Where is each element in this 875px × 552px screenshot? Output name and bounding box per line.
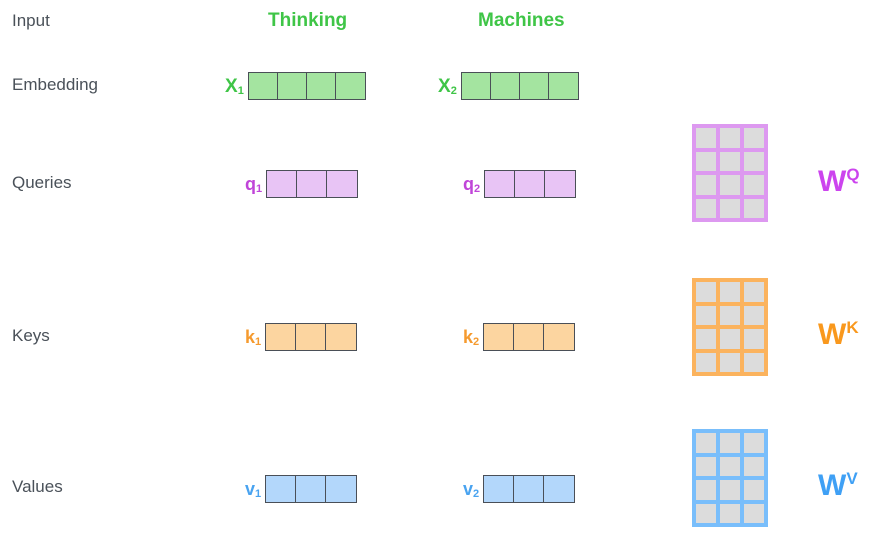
vector-cells-query-2	[484, 170, 577, 198]
matrix-cell	[696, 329, 716, 349]
row-label-input: Input	[12, 11, 50, 30]
vector-cell	[548, 73, 578, 99]
matrix-cell	[744, 433, 764, 453]
vector-cell	[296, 324, 327, 350]
matrix-cell	[744, 352, 764, 372]
vector-cells-key-2	[483, 323, 576, 351]
vector-label-query-1: q1	[245, 174, 263, 195]
vector-label-embedding-2: X2	[438, 75, 457, 97]
vector-query-2: q2	[463, 170, 577, 198]
vector-cell	[296, 476, 327, 502]
matrix-cell	[696, 352, 716, 372]
vector-cell	[266, 324, 297, 350]
vector-cell	[297, 171, 328, 197]
vector-cell	[485, 171, 516, 197]
vector-cell	[306, 73, 336, 99]
vector-cell	[266, 476, 297, 502]
matrix-cell	[696, 282, 716, 302]
matrix-cell	[720, 305, 740, 325]
vector-cell	[514, 476, 545, 502]
row-label-embedding: Embedding	[12, 75, 99, 94]
wq-label: WQ	[818, 165, 860, 198]
vector-cells-value-1	[265, 475, 358, 503]
matrix-cell	[696, 503, 716, 523]
matrix-cell	[696, 305, 716, 325]
matrix-cell	[720, 329, 740, 349]
vector-key-2: k2	[463, 323, 576, 351]
vector-cell	[484, 476, 515, 502]
matrix-cell	[720, 503, 740, 523]
vector-cell	[544, 324, 575, 350]
input-word-2: Machines	[478, 10, 565, 31]
matrix-cell	[696, 128, 716, 148]
matrix-cell	[720, 480, 740, 500]
vector-key-1: k1	[245, 323, 358, 351]
vector-cell	[545, 171, 576, 197]
vector-cells-value-2	[483, 475, 576, 503]
vector-label-value-1: v1	[245, 479, 262, 500]
matrix-cell	[720, 282, 740, 302]
vector-cell	[484, 324, 515, 350]
vector-cells-key-1	[265, 323, 358, 351]
vector-cell	[514, 324, 545, 350]
vector-label-value-2: v2	[463, 479, 480, 500]
vector-label-key-2: k2	[463, 327, 480, 348]
vector-cell	[248, 73, 278, 99]
vector-cell	[461, 73, 491, 99]
vector-label-key-1: k1	[245, 327, 262, 348]
matrix-cell	[744, 305, 764, 325]
input-word-1: Thinking	[268, 10, 348, 31]
row-label-values: Values	[12, 477, 63, 496]
wk-matrix	[692, 278, 768, 376]
wv-matrix	[692, 429, 768, 527]
vector-label-embedding-1: X1	[225, 75, 244, 97]
vector-value-1: v1	[245, 475, 358, 503]
matrix-cell	[744, 128, 764, 148]
vector-embedding-1: X1	[225, 72, 366, 100]
matrix-cell	[744, 282, 764, 302]
matrix-cell	[720, 128, 740, 148]
vector-cell	[544, 476, 575, 502]
matrix-cell	[696, 175, 716, 195]
matrix-cell	[744, 503, 764, 523]
matrix-cell	[720, 198, 740, 218]
matrix-cell	[744, 329, 764, 349]
matrix-cell	[696, 433, 716, 453]
wv-label: WV	[818, 469, 858, 502]
vector-embedding-2: X2	[438, 72, 579, 100]
matrix-cell	[720, 433, 740, 453]
matrix-cell	[744, 456, 764, 476]
vector-cell	[515, 171, 546, 197]
matrix-cell	[696, 198, 716, 218]
wk-label: WK	[818, 318, 859, 351]
wq-matrix	[692, 124, 768, 222]
vector-cells-query-1	[266, 170, 359, 198]
matrix-cell	[720, 175, 740, 195]
vector-cell	[267, 171, 298, 197]
vector-cell	[335, 73, 365, 99]
vector-cells-embedding-2	[460, 72, 579, 100]
vector-cell	[326, 324, 357, 350]
matrix-cell	[720, 352, 740, 372]
vector-cell	[277, 73, 307, 99]
matrix-cell	[744, 198, 764, 218]
vector-cells-embedding-1	[247, 72, 366, 100]
vector-cell	[519, 73, 549, 99]
vector-query-1: q1	[245, 170, 359, 198]
matrix-cell	[720, 456, 740, 476]
matrix-cell	[720, 151, 740, 171]
vector-cell	[327, 171, 358, 197]
row-label-queries: Queries	[12, 173, 72, 192]
vector-cell	[490, 73, 520, 99]
vector-label-query-2: q2	[463, 174, 481, 195]
row-label-keys: Keys	[12, 326, 50, 345]
matrix-cell	[744, 151, 764, 171]
vector-value-2: v2	[463, 475, 576, 503]
vector-cell	[326, 476, 357, 502]
matrix-cell	[696, 480, 716, 500]
matrix-cell	[696, 151, 716, 171]
matrix-cell	[696, 456, 716, 476]
matrix-cell	[744, 480, 764, 500]
matrix-cell	[744, 175, 764, 195]
